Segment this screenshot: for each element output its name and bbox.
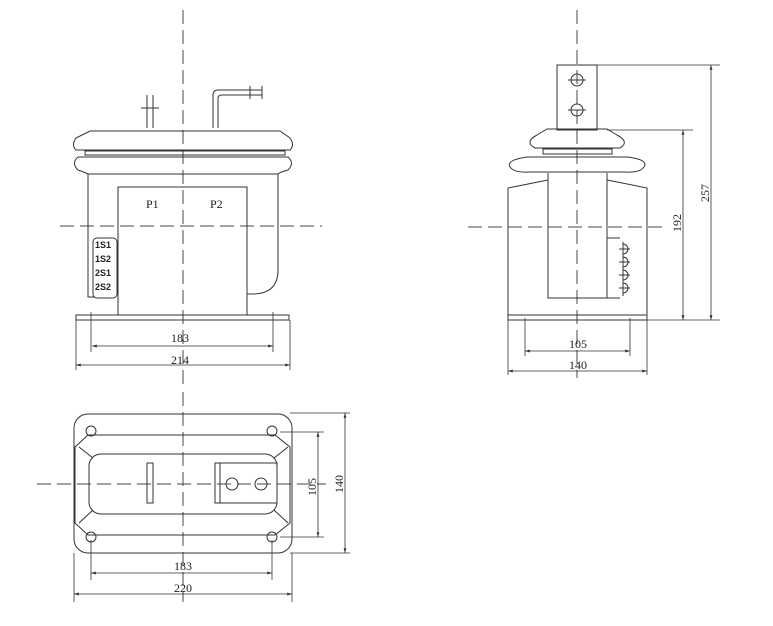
terminal-slot <box>146 462 154 504</box>
terminal-block <box>607 237 620 299</box>
terminal-label: 1S1 <box>95 240 111 250</box>
dim-140: 140 <box>332 475 346 493</box>
dim-220: 220 <box>174 581 192 595</box>
housing-outline <box>74 434 291 536</box>
terminal-plate <box>214 462 278 504</box>
dim-140: 140 <box>569 358 587 372</box>
terminal-label: 1S2 <box>95 254 111 264</box>
base-plate <box>75 314 290 321</box>
hole-icon <box>266 425 278 437</box>
primary-terminal-bars <box>141 86 263 128</box>
terminal-label: 2S1 <box>95 268 111 278</box>
base-plate <box>507 314 648 321</box>
terminal-screws <box>619 242 630 296</box>
dim-257: 257 <box>698 184 712 202</box>
dim-192: 192 <box>670 214 684 232</box>
dim-105: 105 <box>305 478 319 496</box>
bottom-view: 105 140 183 220 <box>37 392 350 602</box>
label-p1: P1 <box>146 197 159 211</box>
hole-icon <box>225 477 239 491</box>
dim-183: 183 <box>174 559 192 573</box>
terminal-block: 1S1 1S2 2S1 2S2 <box>92 237 118 299</box>
hole-icon <box>254 477 268 491</box>
dim-183: 183 <box>171 331 189 345</box>
side-view: 192 257 105 140 <box>468 10 720 378</box>
base-outline <box>73 413 293 554</box>
label-p2: P2 <box>210 197 223 211</box>
terminal-label: 2S2 <box>95 282 111 292</box>
dim-214: 214 <box>171 353 189 367</box>
housing-body <box>507 173 648 318</box>
insulator-flanges <box>508 128 646 173</box>
housing-body <box>87 174 279 298</box>
hole-icon <box>85 425 97 437</box>
terminal-plate <box>556 64 598 131</box>
dim-105: 105 <box>569 337 587 351</box>
front-view: P1 P2 1S1 1S2 2S1 2S2 183 214 <box>60 10 322 390</box>
